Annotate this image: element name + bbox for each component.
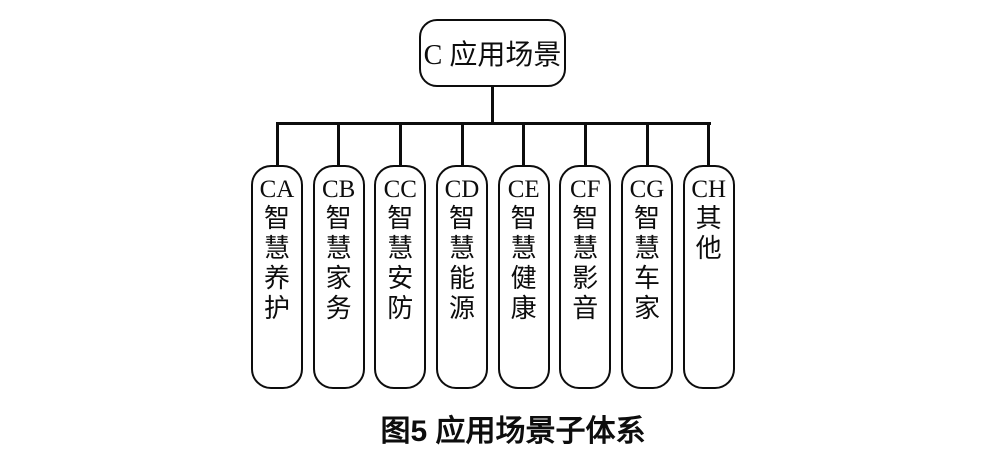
child-node-code: CA [259, 176, 295, 203]
child-node-label-char: 其 [695, 204, 722, 233]
child-node-label-char: 智 [448, 204, 475, 233]
child-node-label-char: 慧 [448, 234, 475, 263]
drop-connector-line-cc [398, 123, 402, 166]
child-node-label-char: 家 [325, 264, 352, 293]
drop-connector-line-cg [645, 123, 649, 166]
root-node-label: C 应用场景 [423, 40, 562, 71]
child-node-label-char: 智 [633, 204, 660, 233]
child-node-label-char: 防 [387, 294, 414, 323]
child-node-label-char: 音 [572, 294, 599, 323]
trunk-connector-line [491, 86, 494, 124]
figure-caption: 图5 应用场景子体系 [380, 415, 646, 448]
child-node-label-char: 影 [572, 264, 599, 293]
child-node-label-char: 智 [263, 204, 290, 233]
child-node-label-char: 家 [633, 294, 660, 323]
child-node-label-char: 慧 [572, 234, 599, 263]
child-node-code: CD [444, 176, 480, 203]
child-node-label-char: 慧 [510, 234, 537, 263]
child-node-label-char: 智 [510, 204, 537, 233]
child-node-label-char: 护 [263, 294, 290, 323]
child-node-label-char: 慧 [263, 234, 290, 263]
child-node-code: CF [570, 176, 601, 203]
child-node-label-char: 车 [633, 264, 660, 293]
root-node: C 应用场景 [419, 19, 566, 87]
child-node-label-char: 能 [448, 264, 475, 293]
child-node-label-char: 他 [695, 234, 722, 263]
child-node-label-char: 康 [510, 294, 537, 323]
child-node-label-char: 安 [387, 264, 414, 293]
child-node-label-char: 智 [572, 204, 599, 233]
branch-connector-line [275, 122, 711, 125]
drop-connector-line-ca [275, 123, 279, 166]
child-node-label-char: 智 [325, 204, 352, 233]
child-node-code: CB [322, 176, 356, 203]
drop-connector-line-cf [583, 123, 587, 166]
child-node-code: CH [691, 176, 727, 203]
child-node-code: CC [383, 176, 417, 203]
drop-connector-line-ch [707, 123, 711, 166]
child-node-label-char: 养 [263, 264, 290, 293]
child-node-label-char: 源 [448, 294, 475, 323]
drop-connector-line-ce [522, 123, 526, 166]
child-node-label-char: 务 [325, 294, 352, 323]
child-node-label-char: 慧 [387, 234, 414, 263]
child-node-label-char: 慧 [633, 234, 660, 263]
child-node-label-char: 智 [387, 204, 414, 233]
drop-connector-line-cb [337, 123, 341, 166]
drop-connector-line-cd [460, 123, 464, 166]
child-node-code: CG [629, 176, 665, 203]
child-node-label-char: 健 [510, 264, 537, 293]
child-node-code: CE [507, 176, 540, 203]
child-node-label-char: 慧 [325, 234, 352, 263]
